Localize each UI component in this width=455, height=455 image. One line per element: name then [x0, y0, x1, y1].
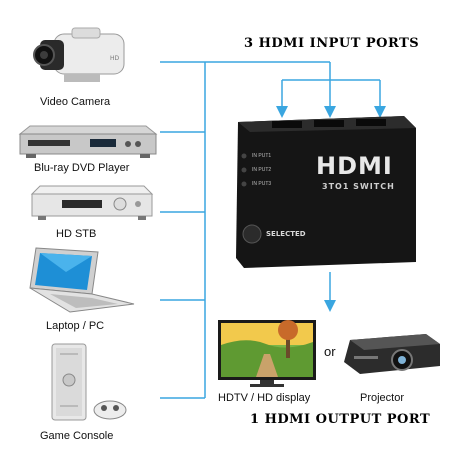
switch-box-body	[236, 116, 416, 268]
game-console-icon	[51, 343, 127, 421]
hdtv-icon	[218, 320, 316, 387]
hdmi-switch-box: HDMI 3TO1 SWITCH IN PUT1 IN PUT2 IN PUT3…	[232, 112, 418, 270]
input-led-label-1: IN PUT1	[252, 153, 272, 159]
source-label-video-camera: Video Camera	[40, 96, 111, 108]
selected-button-label: SELECTED	[266, 230, 306, 238]
video-camera-icon: HD	[33, 27, 125, 82]
laptop-icon	[29, 247, 135, 313]
input-led-label-2: IN PUT2	[252, 167, 272, 173]
source-label-hd-stb: HD STB	[56, 228, 97, 240]
or-text: or	[324, 344, 336, 359]
switch-subtitle: 3TO1 SWITCH	[322, 182, 395, 191]
projector-icon	[344, 334, 440, 374]
source-label-bluray: Blu-ray DVD Player	[34, 162, 130, 174]
output-label-hdtv: HDTV / HD display	[218, 392, 311, 404]
set-top-box-icon	[30, 185, 154, 220]
output-port-heading: 1 HDMI OUTPUT PORT	[250, 412, 431, 427]
input-ports-heading: 3 HDMI INPUT PORTS	[244, 36, 420, 51]
input-led-label-3: IN PUT3	[252, 181, 272, 187]
source-label-laptop: Laptop / PC	[46, 320, 105, 332]
source-label-game-console: Game Console	[40, 430, 114, 442]
hdmi-logo: HDMI	[316, 152, 393, 180]
bluray-player-icon	[18, 125, 158, 158]
output-label-projector: Projector	[360, 392, 405, 404]
svg-text:HD: HD	[110, 55, 120, 62]
